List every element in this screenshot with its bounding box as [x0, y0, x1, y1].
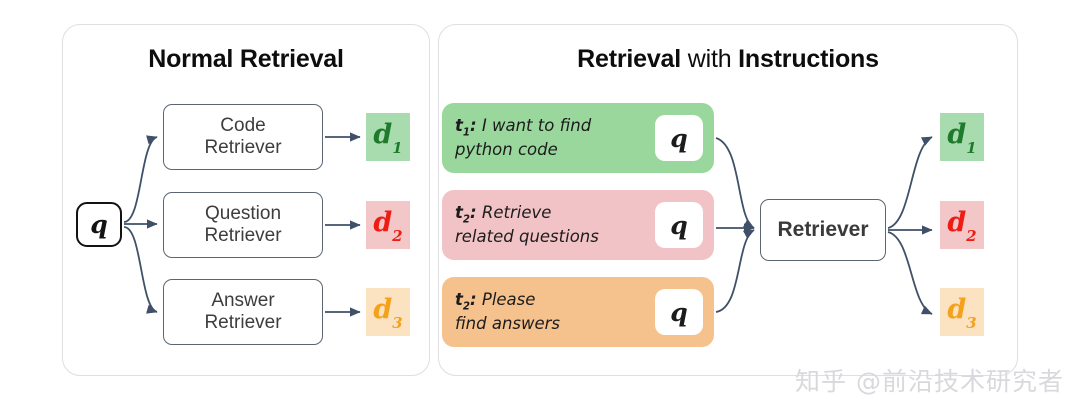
doc-symbol: d: [947, 294, 967, 326]
doc-badge-right-2: d2: [940, 201, 984, 249]
code-retriever-line1: Code: [220, 114, 266, 136]
doc-label: d3: [373, 294, 402, 330]
instruction-tag: t2:: [455, 203, 477, 226]
query-label: q: [670, 297, 688, 327]
doc-subscript: 3: [966, 313, 977, 332]
doc-symbol: d: [373, 119, 393, 151]
question-retriever-line1: Question: [204, 202, 282, 224]
panel-left-title: Normal Retrieval: [148, 45, 344, 73]
doc-badge-left-2: d2: [366, 201, 410, 249]
doc-subscript: 1: [392, 138, 403, 157]
instruction-tag-symbol: t: [455, 290, 463, 310]
doc-label: d2: [373, 207, 402, 243]
instruction-tag: t2:: [455, 290, 477, 313]
instruction-tag-subscript: 1: [462, 127, 471, 139]
instruction-row-2[interactable]: t2: Retrieve related questions q: [442, 190, 714, 260]
doc-label: d3: [947, 294, 976, 330]
unified-retriever-box[interactable]: Retriever: [760, 199, 886, 261]
doc-symbol: d: [373, 207, 393, 239]
doc-symbol: d: [373, 294, 393, 326]
query-chip-1: q: [655, 115, 703, 161]
query-label: q: [670, 123, 688, 153]
doc-label: d1: [947, 119, 976, 155]
doc-label: d2: [947, 207, 976, 243]
title-part-regular: with: [687, 45, 732, 73]
query-chip-2: q: [655, 202, 703, 248]
instruction-tag-subscript: 2: [462, 301, 471, 313]
instruction-text-3: t2: Please find answers: [442, 290, 655, 334]
code-retriever-line2: Retriever: [204, 137, 282, 158]
instruction-body: Please find answers: [455, 290, 561, 333]
instruction-tag-subscript: 2: [462, 214, 471, 226]
doc-symbol: d: [947, 119, 967, 151]
instruction-row-1[interactable]: t1: I want to find python code q: [442, 103, 714, 173]
panel-right-title: Retrieval with Instructions: [439, 45, 1017, 74]
doc-label: d1: [373, 119, 402, 155]
instruction-body: Retrieve related questions: [455, 203, 599, 246]
doc-subscript: 2: [392, 226, 403, 245]
answer-retriever-box[interactable]: Answer Retriever: [163, 279, 323, 345]
instruction-tag-symbol: t: [455, 203, 463, 223]
query-chip-left: q: [76, 202, 122, 247]
doc-symbol: d: [947, 207, 967, 239]
title-part-bold-2: Instructions: [738, 45, 879, 73]
question-retriever-box[interactable]: Question Retriever: [163, 192, 323, 258]
instruction-tag-symbol: t: [455, 116, 463, 136]
instruction-tag: t1:: [455, 116, 477, 139]
doc-badge-left-3: d3: [366, 288, 410, 336]
answer-retriever-line1: Answer: [211, 289, 275, 311]
doc-badge-right-3: d3: [940, 288, 984, 336]
unified-retriever-label: Retriever: [777, 218, 869, 241]
doc-subscript: 1: [966, 138, 977, 157]
watermark: 知乎 @前沿技术研究者: [795, 367, 1064, 396]
doc-badge-right-1: d1: [940, 113, 984, 161]
instruction-text-1: t1: I want to find python code: [442, 116, 655, 160]
instruction-body: I want to find python code: [455, 116, 592, 159]
instruction-row-3[interactable]: t2: Please find answers q: [442, 277, 714, 347]
answer-retriever-line2: Retriever: [204, 312, 282, 333]
doc-subscript: 3: [392, 313, 403, 332]
query-label: q: [670, 210, 688, 240]
doc-subscript: 2: [966, 226, 977, 245]
query-label: q: [90, 210, 108, 239]
question-retriever-line2: Retriever: [204, 225, 282, 246]
instruction-text-2: t2: Retrieve related questions: [442, 203, 655, 247]
query-chip-3: q: [655, 289, 703, 335]
title-part-bold-1: Retrieval: [577, 45, 681, 73]
doc-badge-left-1: d1: [366, 113, 410, 161]
code-retriever-box[interactable]: Code Retriever: [163, 104, 323, 170]
